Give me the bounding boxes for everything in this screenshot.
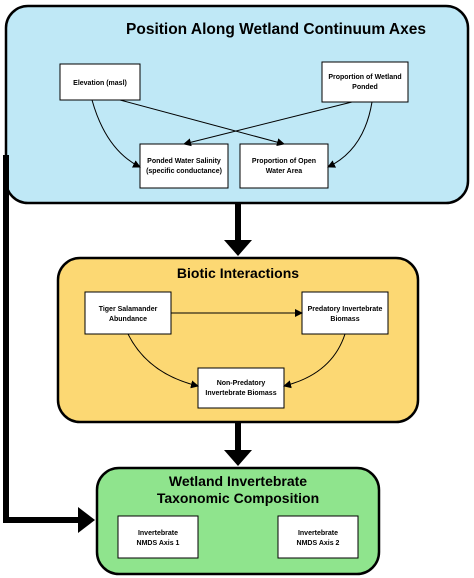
- svg-text:Tiger Salamander: Tiger Salamander: [99, 306, 158, 313]
- svg-text:Predatory Invertebrate: Predatory Invertebrate: [308, 306, 383, 313]
- svg-text:NMDS Axis 1: NMDS Axis 1: [137, 540, 180, 547]
- svg-text:Water Area: Water Area: [266, 168, 303, 175]
- arrow-middle-to-bottom: [224, 422, 252, 466]
- svg-text:Ponded Water Salinity: Ponded Water Salinity: [147, 158, 221, 165]
- panel-bottom-title-line2: Taxonomic Composition: [157, 490, 319, 506]
- node-predatory: Predatory Invertebrate Biomass: [301, 291, 389, 335]
- arrow-top-to-bottom-bypass: [3, 155, 95, 533]
- panel-wetland-continuum: Position Along Wetland Continuum Axes El…: [4, 4, 470, 205]
- arrow-top-to-middle: [224, 203, 252, 256]
- arrow-predatory-to-non-predatory: [283, 333, 346, 389]
- panel-middle-title: Biotic Interactions: [177, 265, 299, 281]
- svg-text:(specific conductance): (specific conductance): [146, 168, 222, 175]
- node-proportion-ponded: Proportion of Wetland Ponded: [321, 61, 409, 103]
- svg-text:Proportion of Wetland: Proportion of Wetland: [328, 74, 401, 81]
- svg-text:Proportion of Open: Proportion of Open: [252, 158, 316, 165]
- node-non-predatory: Non-Predatory Invertebrate Biomass: [197, 367, 285, 409]
- arrow-ponded-to-open-water: [327, 101, 373, 168]
- panel-bottom-title-line1: Wetland Invertebrate: [169, 473, 307, 489]
- panel-biotic-interactions: Biotic Interactions Tiger Salamander Abu…: [56, 256, 420, 424]
- arrow-elevation-to-open-water: [119, 99, 285, 147]
- svg-text:Elevation (masl): Elevation (masl): [73, 80, 127, 87]
- svg-text:Non-Predatory: Non-Predatory: [217, 380, 266, 387]
- svg-text:NMDS Axis 2: NMDS Axis 2: [297, 540, 340, 547]
- svg-text:Biomass: Biomass: [330, 316, 359, 323]
- node-nmds-axis-2: Invertebrate NMDS Axis 2: [277, 515, 359, 559]
- svg-text:Invertebrate: Invertebrate: [298, 530, 338, 537]
- svg-text:Invertebrate Biomass: Invertebrate Biomass: [205, 390, 276, 397]
- node-salamander: Tiger Salamander Abundance: [84, 291, 172, 335]
- node-open-water: Proportion of Open Water Area: [239, 143, 329, 189]
- node-elevation: Elevation (masl): [59, 63, 141, 101]
- panel-taxonomic-composition: Wetland Invertebrate Taxonomic Compositi…: [95, 466, 381, 576]
- svg-text:Invertebrate: Invertebrate: [138, 530, 178, 537]
- node-nmds-axis-1: Invertebrate NMDS Axis 1: [117, 515, 199, 559]
- svg-text:Abundance: Abundance: [109, 316, 147, 323]
- arrow-ponded-to-salinity: [183, 101, 353, 147]
- panel-top-title: Position Along Wetland Continuum Axes: [126, 21, 426, 38]
- arrow-elevation-to-salinity: [91, 99, 141, 168]
- node-salinity: Ponded Water Salinity (specific conducta…: [139, 143, 229, 189]
- svg-text:Ponded: Ponded: [352, 84, 378, 91]
- arrow-salamander-to-non-predatory: [127, 333, 199, 389]
